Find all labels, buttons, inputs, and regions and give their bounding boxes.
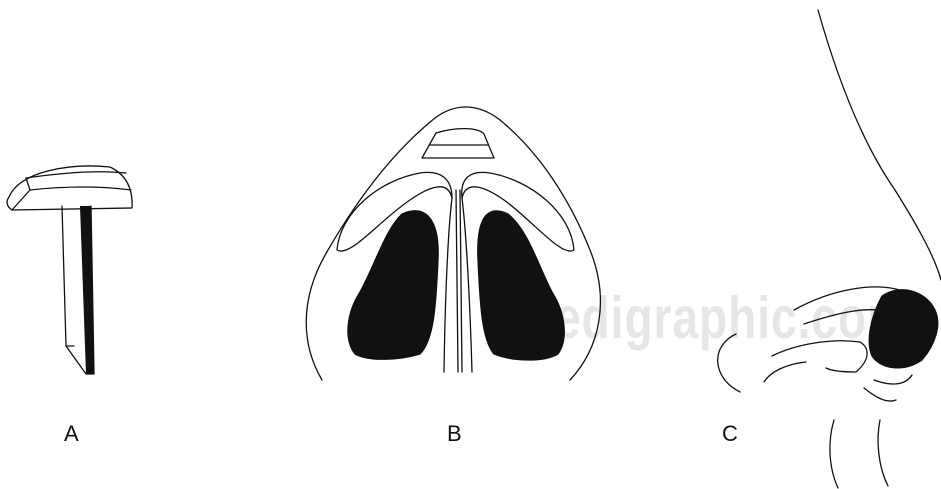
left-medial-crus xyxy=(444,198,452,372)
panel-a-t-graft xyxy=(7,166,132,374)
panel-label-a: A xyxy=(64,421,79,447)
columella-graft xyxy=(456,190,462,372)
right-medial-crus xyxy=(462,198,472,372)
tip-graft-lateral xyxy=(869,290,938,368)
tip-graft-outline xyxy=(422,129,494,158)
lip-line-right xyxy=(878,420,888,486)
left-nostril xyxy=(348,211,438,359)
columella-lower xyxy=(874,375,912,384)
graft-cap-line-lower xyxy=(30,187,131,190)
right-nostril xyxy=(478,211,564,360)
panel-c-lateral-view xyxy=(718,10,941,488)
panel-label-c: C xyxy=(722,421,738,447)
alar-rim xyxy=(772,341,867,372)
panel-label-b: B xyxy=(447,421,462,447)
lip-line-left xyxy=(830,420,838,488)
panel-b-basal-view xyxy=(306,107,600,380)
subnasale-lines xyxy=(864,388,896,401)
nostril-sill xyxy=(764,362,806,382)
upper-lip-curve xyxy=(718,334,740,392)
nasal-dorsum-line xyxy=(818,10,941,280)
